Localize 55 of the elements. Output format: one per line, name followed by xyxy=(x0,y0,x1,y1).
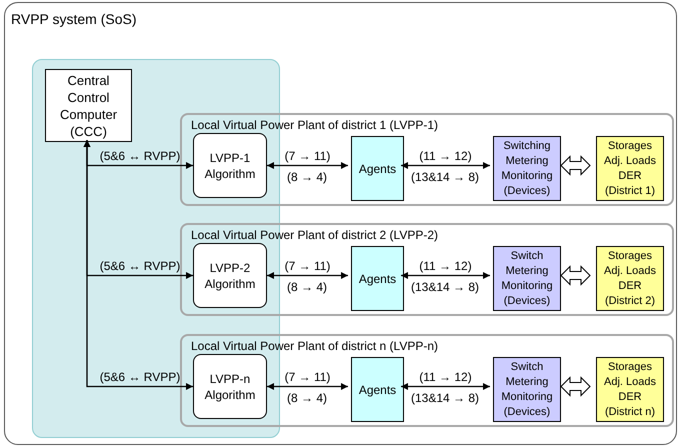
node-label: Local Virtual Power Plant of district 2 (LVPP-2) xyxy=(191,227,438,244)
arrow xyxy=(267,162,348,169)
node-label: RVPP system (SoS) xyxy=(11,10,137,29)
node-label: Switch Metering Monitoring (Devices) xyxy=(500,248,554,308)
arrow xyxy=(401,272,490,279)
process-box xyxy=(351,357,404,422)
node-label: Switching Metering Monitoring (Devices) xyxy=(500,138,554,198)
flow-note: (8 → 4) xyxy=(287,391,327,405)
edge-label: (7 → 11) xyxy=(284,148,330,162)
node-label: Central Control Computer (CCC) xyxy=(58,72,118,140)
edge-label: (5&6 ↔ RVPP) xyxy=(100,370,180,384)
arrow xyxy=(267,272,348,279)
edge-label: (11 → 12) xyxy=(419,148,472,162)
process-box xyxy=(193,243,267,308)
double-arrow xyxy=(560,155,591,176)
edge-label: (5&6 ↔ RVPP) xyxy=(100,148,180,162)
double-arrow xyxy=(560,265,591,286)
node-label: Storages Adj. Loads DER (District n) xyxy=(603,360,657,420)
process-box xyxy=(193,354,267,419)
flow-note: (13&14 → 8) xyxy=(410,391,480,405)
process-box xyxy=(493,246,561,311)
process-box xyxy=(351,246,404,311)
node-label: Agents xyxy=(358,160,396,178)
edge-label: (7 → 11) xyxy=(284,258,330,272)
process-box xyxy=(45,69,132,142)
flow-note: (8 → 4) xyxy=(287,280,327,294)
node-label: Storages Adj. Loads DER (District 1) xyxy=(603,138,657,198)
node-label: LVPP-2 Algorithm xyxy=(204,260,256,292)
node-label: Switch Metering Monitoring (Devices) xyxy=(500,360,554,420)
arrow xyxy=(401,162,490,169)
node-label: Local Virtual Power Plant of district 1 (LVPP-1) xyxy=(191,117,438,134)
flow-note: (8 → 4) xyxy=(287,170,327,184)
node-label: Agents xyxy=(358,382,396,398)
node-label: LVPP-1 Algorithm xyxy=(204,150,256,182)
edge-label: (5&6 ↔ RVPP) xyxy=(100,258,180,272)
edge-label: (11 → 12) xyxy=(419,258,472,272)
process-box xyxy=(493,136,561,201)
node-label: Storages Adj. Loads DER (District 2) xyxy=(603,248,657,308)
edge-label: (11 → 12) xyxy=(419,370,472,384)
flow-note: (13&14 → 8) xyxy=(410,170,480,184)
double-arrow xyxy=(560,376,591,397)
process-box xyxy=(596,136,664,201)
process-box xyxy=(596,246,664,311)
flow-note: (13&14 → 8) xyxy=(410,280,480,294)
node-label: Local Virtual Power Plant of district n (LVPP-n) xyxy=(191,338,438,355)
node-label: Agents xyxy=(358,270,396,288)
process-box xyxy=(596,357,664,422)
process-box xyxy=(493,357,561,422)
arrow xyxy=(84,140,193,390)
process-box xyxy=(193,133,267,198)
arrow xyxy=(401,383,490,390)
arrow xyxy=(267,383,348,390)
process-box xyxy=(351,136,404,201)
node-label: LVPP-n Algorithm xyxy=(204,370,256,402)
edge-label: (7 → 11) xyxy=(284,370,330,384)
